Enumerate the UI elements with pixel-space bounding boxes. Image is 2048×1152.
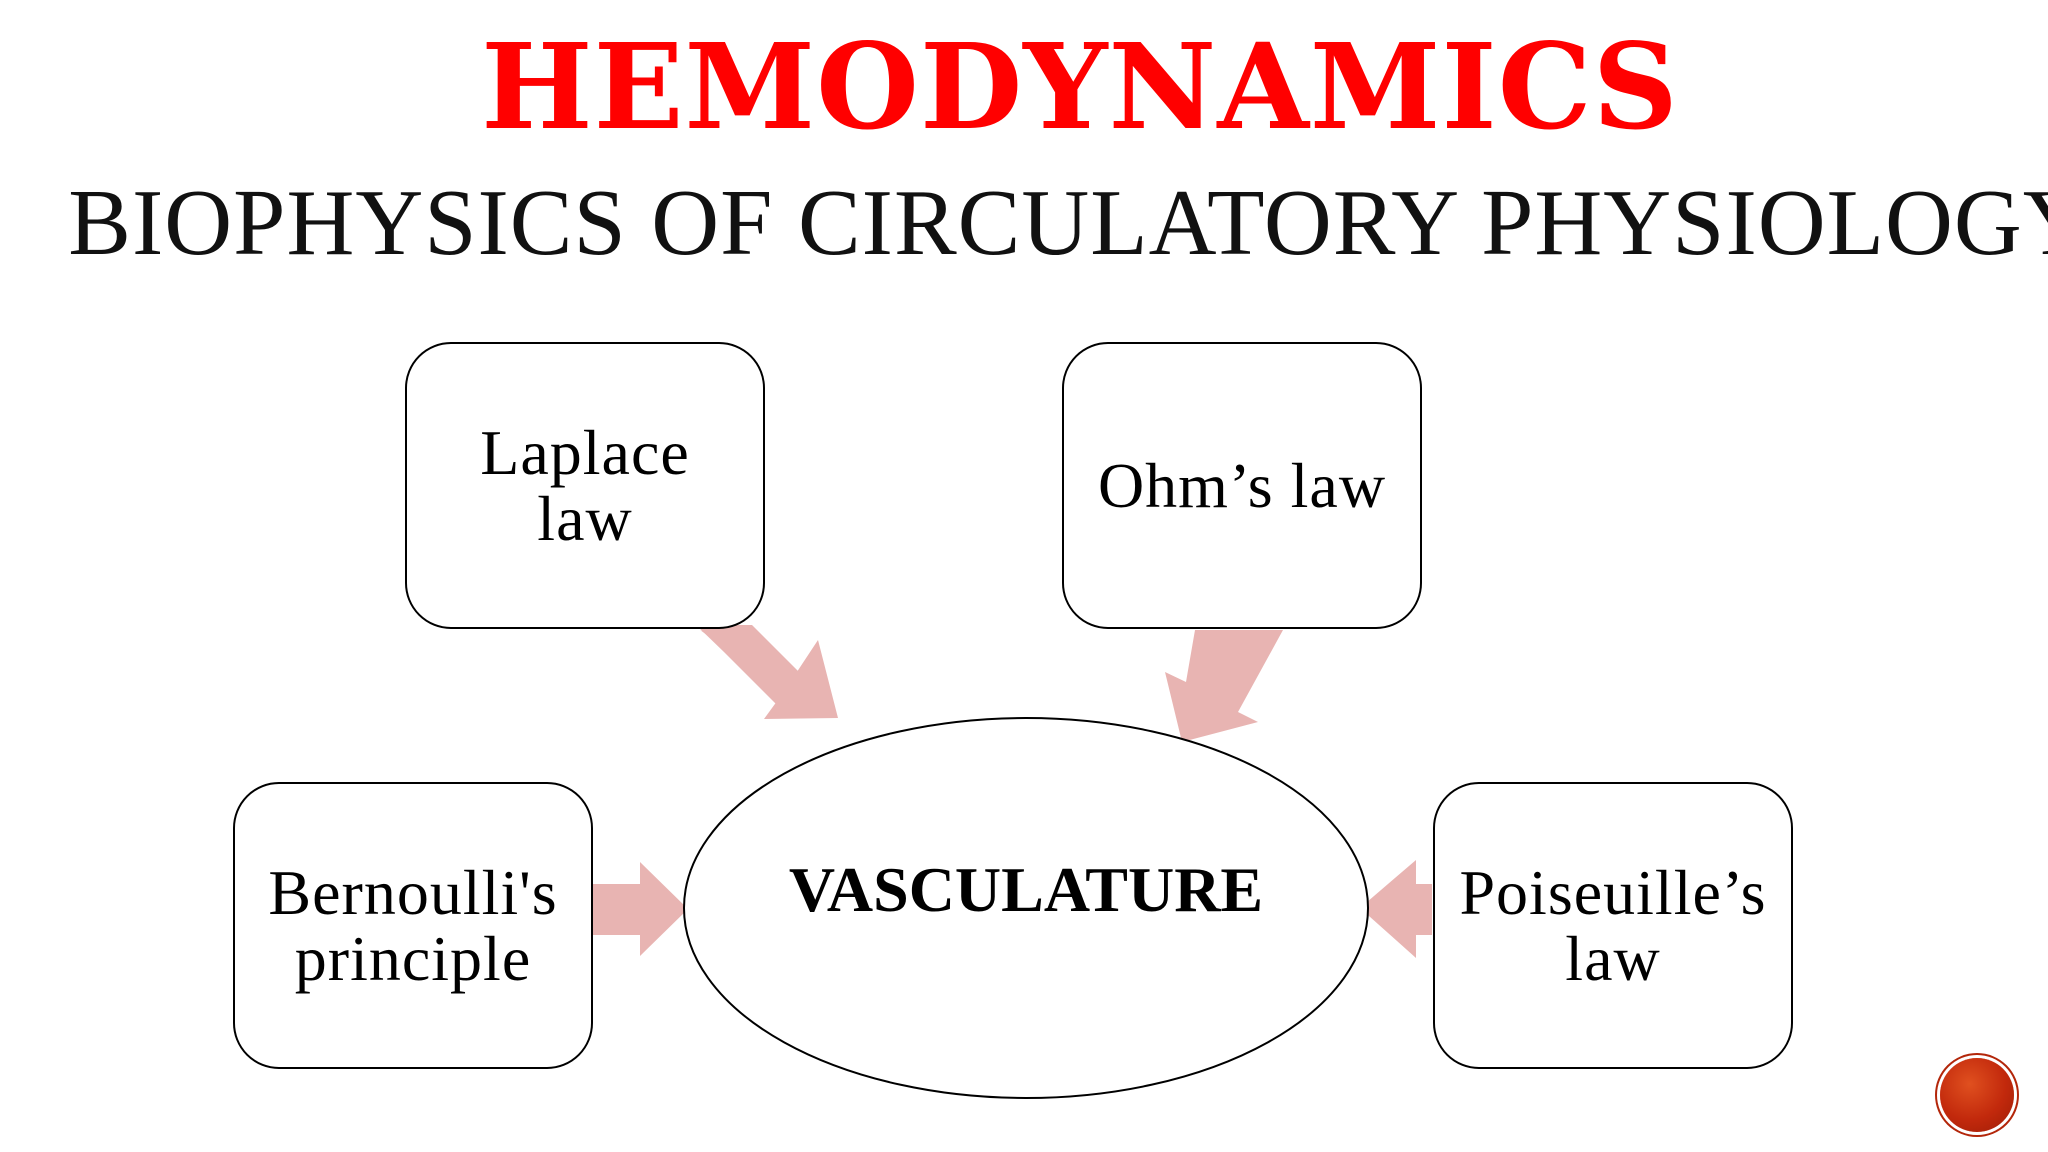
box-laplace-law-label: Laplace law <box>480 416 690 554</box>
box-laplace-law: Laplace law <box>405 342 765 629</box>
arrow-ohm-to-vasculature <box>1165 630 1283 742</box>
arrow-bernoulli-to-vasculature <box>593 862 688 956</box>
slide-title: HEMODYNAMICS <box>481 17 1679 156</box>
box-bernoullis-principle-label: Bernoulli's principle <box>268 856 558 994</box>
slide-subtitle: BIOPHYSICS OF CIRCULATORY PHYSIOLOGY <box>68 171 2048 275</box>
box-poiseuilles-law-label: Poiseuille’s law <box>1459 856 1767 994</box>
box-ohms-law-label: Ohm’s law <box>1097 449 1387 521</box>
red-circle-logo-icon <box>1940 1058 2014 1132</box>
box-ohms-law: Ohm’s law <box>1062 342 1422 629</box>
vasculature-ellipse <box>683 717 1369 1099</box>
box-bernoullis-principle: Bernoulli's principle <box>233 782 593 1069</box>
box-poiseuilles-law: Poiseuille’s law <box>1433 782 1793 1069</box>
arrow-laplace-to-vasculature-shaft <box>696 625 810 710</box>
vasculature-label: VASCULATURE <box>788 854 1264 925</box>
arrow-poiseuille-to-vasculature <box>1360 860 1432 958</box>
